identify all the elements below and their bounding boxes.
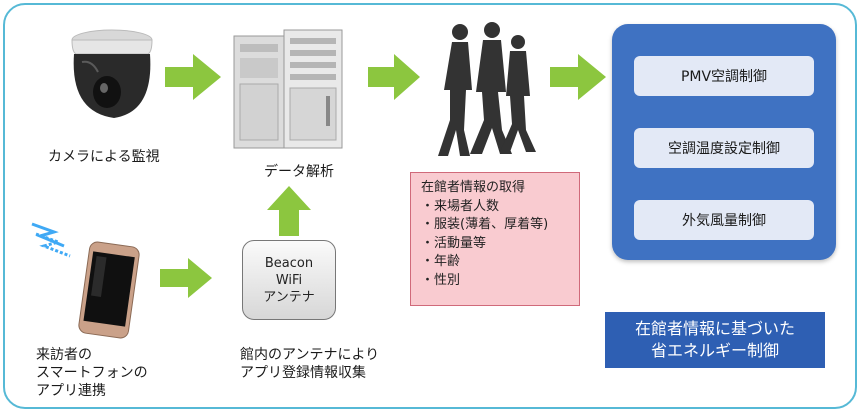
energy-saving-summary: 在館者情報に基づいた 省エネルギー制御 [605,312,825,368]
occupant-info-item: ・性別 [421,272,461,288]
arrow-right-4 [160,258,212,298]
occupant-info-item: ・服装(薄着、厚着等) [421,217,549,232]
dome-camera-icon [71,29,153,118]
arrow-right-2 [368,54,420,100]
arrow-up [267,186,311,236]
camera-caption: カメラによる監視 [48,149,160,165]
smartphone-caption: 来訪者の スマートフォンの アプリ連携 [36,347,148,399]
control-outdoor-air: 外気風量制御 [634,200,814,240]
occupant-info-item: ・年齢 [421,254,461,269]
control-panel: PMV空調制御 空調温度設定制御 外気風量制御 [612,24,836,260]
occupant-info-item: ・活動量等 [421,235,487,251]
beacon-wifi-antenna: Beacon WiFi アンテナ [242,240,336,320]
antenna-note: 館内のアンテナにより アプリ登録情報収集 [240,347,380,381]
control-pmv: PMV空調制御 [634,56,814,96]
smartphone-icon [78,241,140,339]
server-caption: データ解析 [264,164,334,180]
server-rack-icon [233,29,343,149]
people-silhouette-icon [438,22,536,156]
control-temperature: 空調温度設定制御 [634,128,814,168]
arrow-right-3 [550,54,606,100]
arrow-right-1 [165,54,221,100]
wireless-signal-icon [31,222,71,258]
occupant-info-title: 在館者情報の取得 [421,180,526,195]
occupant-info-box: 在館者情報の取得 ・来場者人数 ・服装(薄着、厚着等) ・活動量等 ・年齢 ・性… [410,172,580,306]
occupant-info-item: ・来場者人数 [421,198,500,214]
